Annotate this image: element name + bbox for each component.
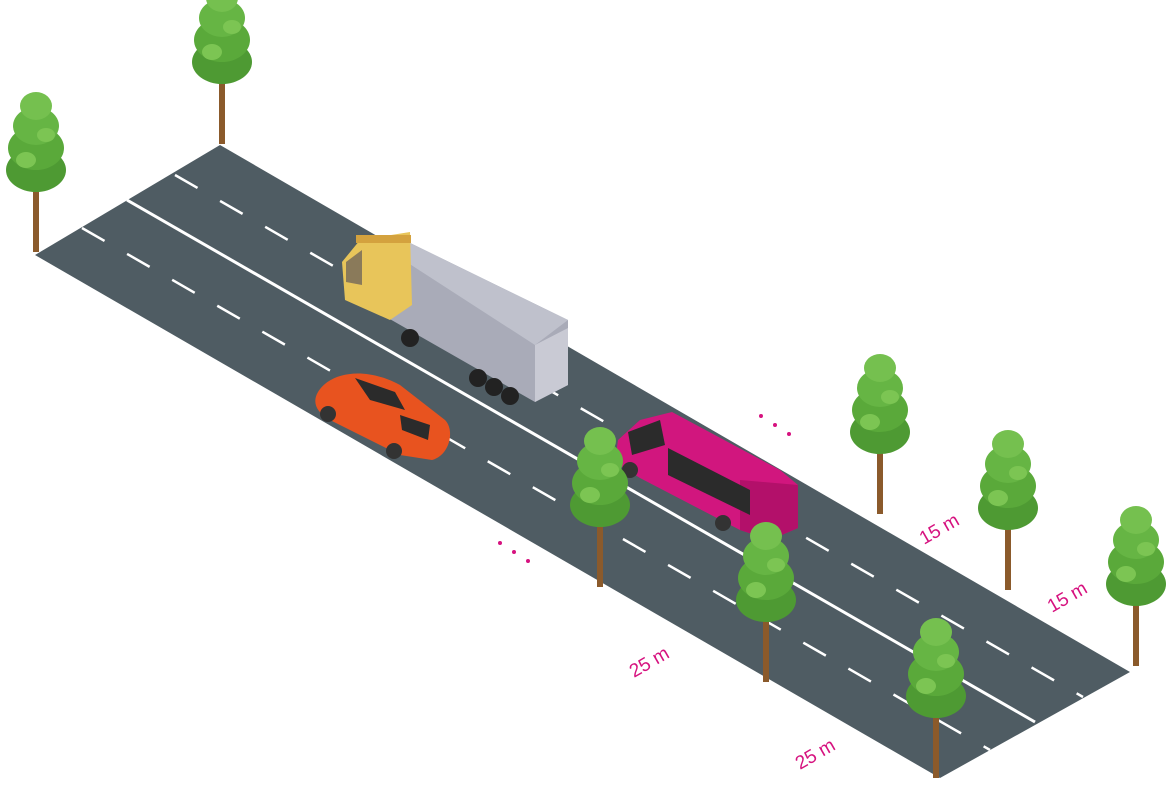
tree-right-3 — [1106, 506, 1166, 666]
distance-label-right-1: 15 m — [916, 510, 963, 549]
tree-right-1 — [850, 354, 910, 514]
ellipsis-right — [759, 414, 791, 436]
tree-left-far — [192, 0, 252, 144]
distance-label-bottom-2: 25 m — [792, 735, 839, 774]
ellipsis-left — [498, 541, 530, 563]
tree-right-2 — [978, 430, 1038, 590]
distance-label-right-2: 15 m — [1044, 578, 1091, 617]
distance-label-bottom-1: 25 m — [626, 643, 673, 682]
tree-left-near — [6, 92, 66, 252]
